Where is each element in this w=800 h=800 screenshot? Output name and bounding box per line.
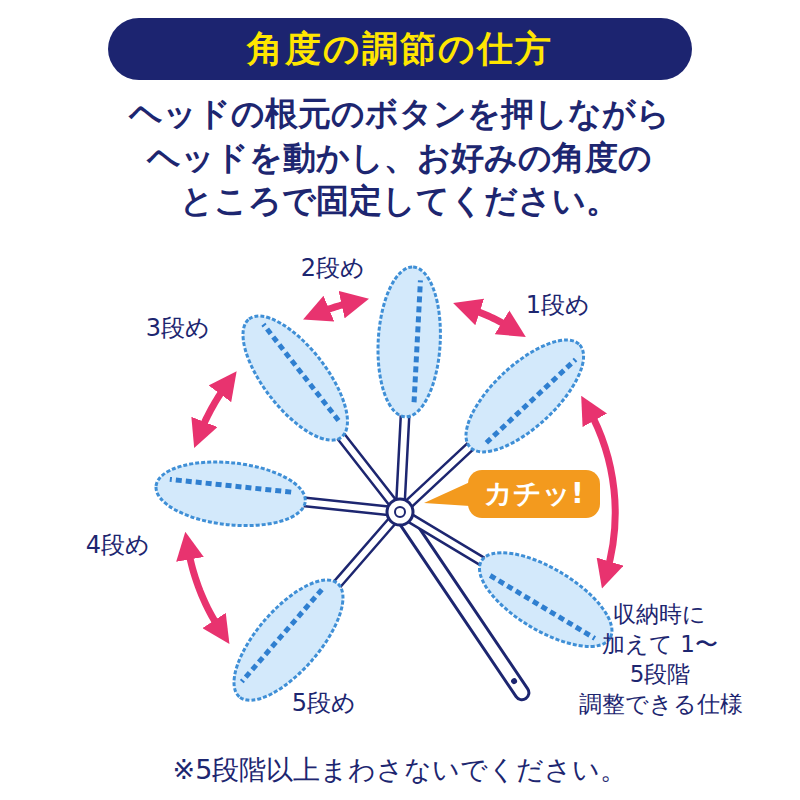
stick [400,412,405,512]
stick-body [400,412,405,512]
duster-head: 5段め [231,577,346,703]
stick-body [301,502,400,512]
head-shape [153,456,309,533]
head-outline [231,577,346,703]
pivot-hinge [387,499,413,525]
duster-head: 3段め [240,313,350,443]
position-label: 4段め [86,529,150,561]
handle-hole [510,677,518,685]
stick-outline [301,502,400,512]
bubble-tail [424,482,470,506]
duster-braid [414,281,420,403]
rotation-arrow [466,308,513,330]
title-box: 角度の調節の仕方 [108,18,692,80]
stick [400,444,473,512]
duster-fiber [153,456,309,533]
title-banner [108,18,692,80]
storage-note: 収納時に 加えて 1〜5段階 調整できる仕様 [579,600,741,720]
instruction-text: ヘッドの根元のボタンを押しながら ヘッドを動かし、お好みの角度の ところで固定し… [126,92,674,223]
duster-fiber [374,266,444,419]
stick-outline [334,512,400,587]
position-label: 1段め [526,289,590,321]
position-label: 3段め [146,312,210,344]
head-outline [240,313,350,443]
stick-body [334,512,400,587]
duster-head: 2段め [375,264,443,420]
head-shape [225,300,366,456]
head-outline [153,459,308,529]
rotation-arrow [316,302,355,314]
duster-head: 4段め [153,459,308,529]
stick-outline [338,433,400,512]
rotation-arrow [188,546,222,633]
head-outline [375,264,443,420]
duster-braid [242,590,322,682]
duster-fiber [448,322,600,470]
click-bubble: カチッ! [468,470,600,518]
stick-body [400,444,473,512]
stick-outline [400,412,405,512]
sound-text: カチッ! [484,475,584,513]
duster-braid [490,576,595,639]
stick-outline [400,512,486,564]
duster-fiber [225,300,366,456]
warning-note: ※5段階以上まわさないでください。 [173,752,628,788]
head-shape [448,322,600,470]
rotation-arrow [199,383,228,435]
head-outline [463,337,587,455]
duster-braid [170,480,291,493]
head-shape [374,266,444,419]
stick [338,433,400,512]
stick [334,512,400,587]
stick [301,502,400,512]
position-label: 2段め [301,252,365,284]
duster-head [465,534,626,664]
duster-braid [263,324,338,420]
stick-body [338,433,400,512]
pivot-button [395,507,405,517]
stick-outline [400,444,473,512]
title: 角度の調節の仕方 [247,25,553,74]
duster-braid [486,360,575,443]
stick-body [400,512,486,564]
duster-head: 1段め [463,337,587,455]
position-label: 5段め [292,687,356,719]
